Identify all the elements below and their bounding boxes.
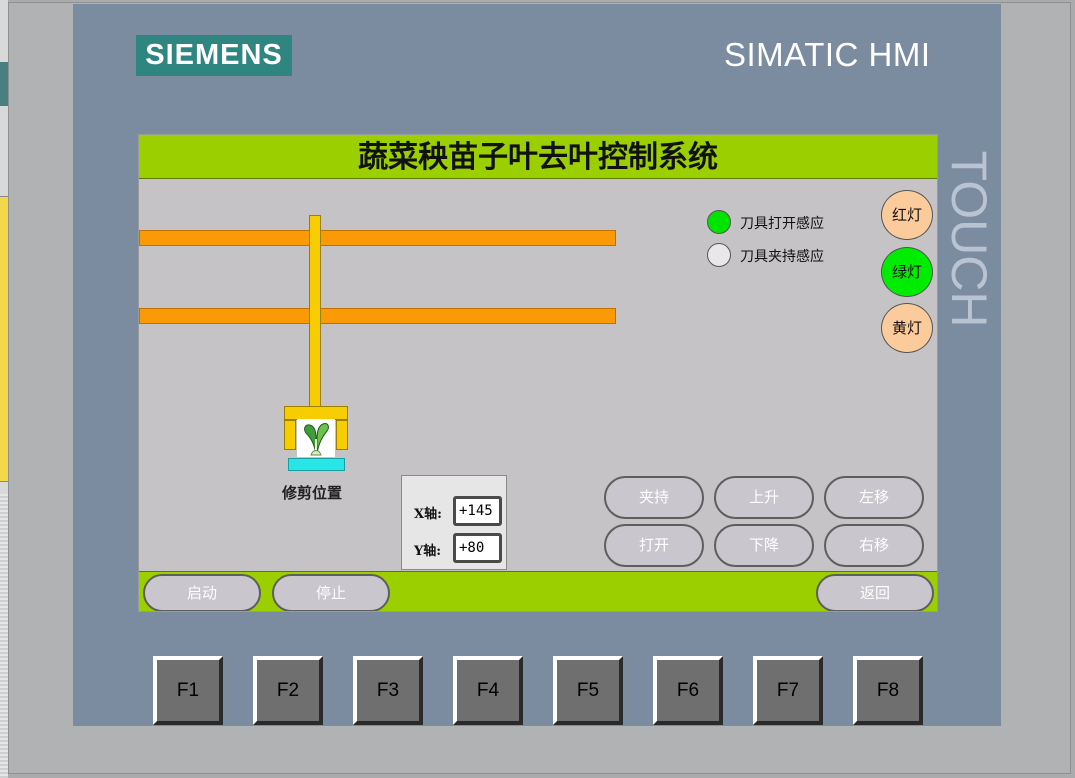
open-button[interactable]: 打开 xyxy=(604,524,704,567)
background-window-edge xyxy=(0,0,8,778)
start-button[interactable]: 启动 xyxy=(143,574,261,611)
touch-text: TOUCH xyxy=(941,150,997,328)
function-key-f4[interactable]: F4 xyxy=(453,656,523,725)
cutter-open-sensor-indicator xyxy=(707,210,731,234)
function-key-f7[interactable]: F7 xyxy=(753,656,823,725)
lower-rail xyxy=(139,308,616,324)
x-axis-label: X轴: xyxy=(414,507,442,522)
gripper-right-jaw xyxy=(336,420,348,450)
y-axis-value: +80 xyxy=(453,533,502,563)
function-key-f1[interactable]: F1 xyxy=(153,656,223,725)
function-key-f3[interactable]: F3 xyxy=(353,656,423,725)
yellow-lamp: 黄灯 xyxy=(881,303,933,353)
function-key-f2[interactable]: F2 xyxy=(253,656,323,725)
hmi-screen: 蔬菜秧苗子叶去叶控制系统 修剪位置 刀具打开感应 刀具夹持感应 红灯 绿灯 黄灯… xyxy=(138,134,938,612)
bottom-bar: 启动 停止 返回 xyxy=(139,571,937,611)
gripper-left-jaw xyxy=(284,420,296,450)
function-key-f8[interactable]: F8 xyxy=(853,656,923,725)
cutter-clamp-sensor-indicator xyxy=(707,243,731,267)
move-left-button[interactable]: 左移 xyxy=(824,476,924,519)
move-up-button[interactable]: 上升 xyxy=(714,476,814,519)
siemens-logo: SIEMENS xyxy=(136,35,292,76)
stop-button[interactable]: 停止 xyxy=(272,574,390,611)
red-lamp: 红灯 xyxy=(881,190,933,240)
page-title: 蔬菜秧苗子叶去叶控制系统 xyxy=(139,135,937,179)
edge-dotted-area xyxy=(0,494,8,778)
x-axis-value: +145 xyxy=(453,496,502,526)
touch-label: TOUCH xyxy=(938,136,1000,342)
green-lamp: 绿灯 xyxy=(881,247,933,297)
edge-teal-block xyxy=(0,62,8,106)
cutter-open-sensor-label: 刀具打开感应 xyxy=(740,216,824,232)
clamp-button[interactable]: 夹持 xyxy=(604,476,704,519)
function-key-f5[interactable]: F5 xyxy=(553,656,623,725)
axis-position-panel: X轴: +145 Y轴: +80 xyxy=(401,475,507,570)
simatic-hmi-label: SIMATIC HMI xyxy=(724,36,931,73)
seedling-icon xyxy=(297,419,335,457)
trim-position-label: 修剪位置 xyxy=(282,484,343,502)
move-right-button[interactable]: 右移 xyxy=(824,524,924,567)
y-axis-label: Y轴: xyxy=(414,544,442,559)
vertical-arm xyxy=(309,215,321,408)
edge-yellow-block xyxy=(0,196,8,482)
seedling-tray xyxy=(288,458,345,471)
move-down-button[interactable]: 下降 xyxy=(714,524,814,567)
function-key-f6[interactable]: F6 xyxy=(653,656,723,725)
back-button[interactable]: 返回 xyxy=(816,574,934,611)
gripper-head xyxy=(284,406,348,420)
upper-rail xyxy=(139,230,616,246)
cutter-clamp-sensor-label: 刀具夹持感应 xyxy=(740,249,824,265)
